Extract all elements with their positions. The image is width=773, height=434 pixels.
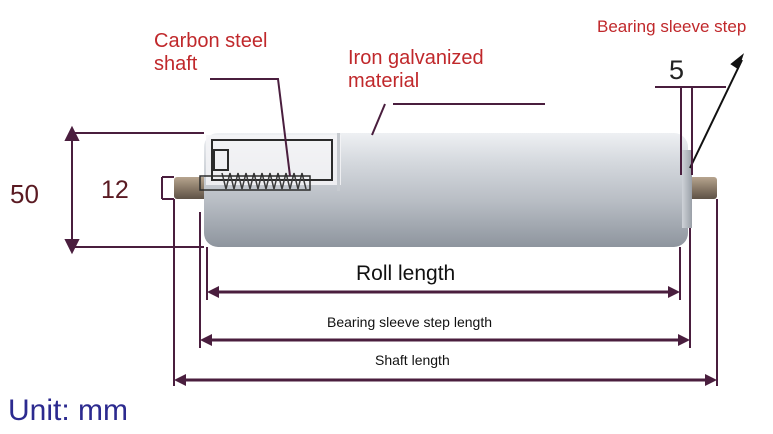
- carbon-steel-label-line2: shaft: [154, 53, 198, 75]
- bearing-step-leader: [689, 59, 743, 169]
- diameter-12-dimension: [161, 176, 174, 200]
- step-dimension: [655, 86, 726, 175]
- iron-label-line1: Iron galvanized: [348, 47, 484, 69]
- bearing-sleeve-step-length-dimension: [200, 334, 690, 346]
- bearing-sleeve-step-label: Bearing sleeve step: [597, 17, 747, 36]
- roll-length-dimension: [207, 286, 680, 298]
- spring: [199, 172, 311, 191]
- extension-lines: [173, 199, 718, 386]
- bearing-sleeve-step-length-label: Bearing sleeve step length: [324, 314, 495, 331]
- unit-label: Unit: mm: [8, 394, 128, 427]
- shaft-length-label: Shaft length: [372, 352, 453, 369]
- callout-leaders: [210, 53, 745, 177]
- carbon-steel-leader: [210, 78, 291, 177]
- step-value-label: 5: [669, 55, 685, 85]
- roll-length-label: Roll length: [353, 262, 459, 287]
- carbon-steel-shaft-label: Carbon steel shaft: [154, 30, 267, 76]
- bearing-sleeve-step: [682, 150, 692, 228]
- bearing-step-arrowhead: [730, 53, 745, 70]
- iron-galvanized-label: Iron galvanized material: [348, 47, 484, 93]
- iron-leader: [371, 103, 386, 136]
- diameter-50-dimension: [64, 125, 204, 255]
- iron-label-line2: material: [348, 70, 420, 92]
- outer-diameter-label: 50: [10, 179, 39, 209]
- shaft-length-dimension: [174, 374, 717, 386]
- carbon-steel-label-line1: Carbon steel: [154, 30, 268, 52]
- shaft-diameter-label: 12: [101, 176, 129, 204]
